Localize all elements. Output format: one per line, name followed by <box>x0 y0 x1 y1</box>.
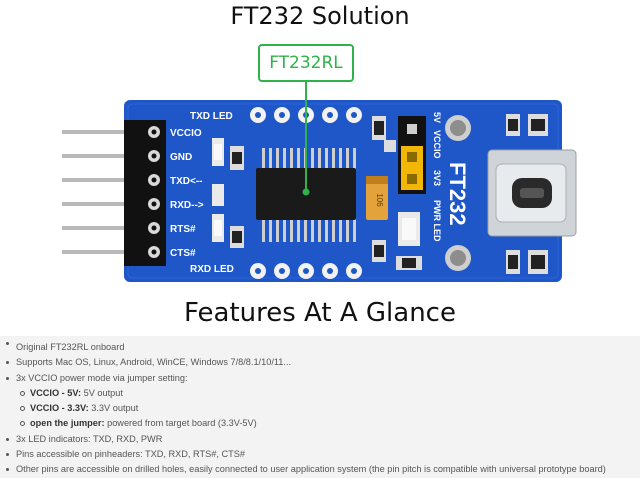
txd-led-label: TXD LED <box>190 111 233 122</box>
features-list: Original FT232RL onboard Supports Mac OS… <box>0 336 640 478</box>
pin-label-rxd: RXD--> <box>170 200 204 211</box>
pwr-led-label: PWR LED <box>432 200 442 242</box>
feature-item: Pins accessible on pinheaders: TXD, RXD,… <box>0 447 640 462</box>
pin-label-cts: CTS# <box>170 248 196 259</box>
features-heading: Features At A Glance <box>184 298 456 328</box>
pin-label-gnd: GND <box>170 152 192 163</box>
jumper-label-vccio: VCCIO <box>432 130 442 159</box>
capacitor-label: 106 <box>375 193 384 207</box>
smd-components <box>212 114 548 274</box>
header-pins <box>62 130 132 254</box>
page-title: FT232 Solution <box>230 2 410 30</box>
header-block <box>124 120 166 266</box>
capacitor <box>366 176 388 220</box>
rxd-led-label: RXD LED <box>190 264 234 275</box>
feature-subitem: open the jumper: powered from target boa… <box>0 416 640 431</box>
feature-item: 3x LED indicators: TXD, RXD, PWR <box>0 432 640 447</box>
pin-label-vccio: VCCIO <box>170 128 202 139</box>
feature-item: Other pins are accessible on drilled hol… <box>0 462 640 477</box>
jumper-label-5v: 5V <box>432 112 442 123</box>
feature-item: Original FT232RL onboard <box>0 336 640 355</box>
pin-label-rts: RTS# <box>170 224 196 235</box>
ft232-board-illustration: 106 TXD LED RXD LED VCCIO GND TXD<-- RXD… <box>62 82 577 282</box>
feature-subitem: VCCIO - 5V: 5V output <box>0 386 640 401</box>
feature-subitem: VCCIO - 3.3V: 3.3V output <box>0 401 640 416</box>
feature-item: Supports Mac OS, Linux, Android, WinCE, … <box>0 355 640 370</box>
feature-item: 3x VCCIO power mode via jumper setting: <box>0 371 640 386</box>
chip-callout: FT232RL <box>258 44 354 82</box>
jumper-label-3v3: 3V3 <box>432 170 442 186</box>
product-image: 106 TXD LED RXD LED VCCIO GND TXD<-- RXD… <box>62 82 577 282</box>
pin-label-txd: TXD<-- <box>170 176 203 187</box>
board-title: FT232 <box>445 162 470 226</box>
